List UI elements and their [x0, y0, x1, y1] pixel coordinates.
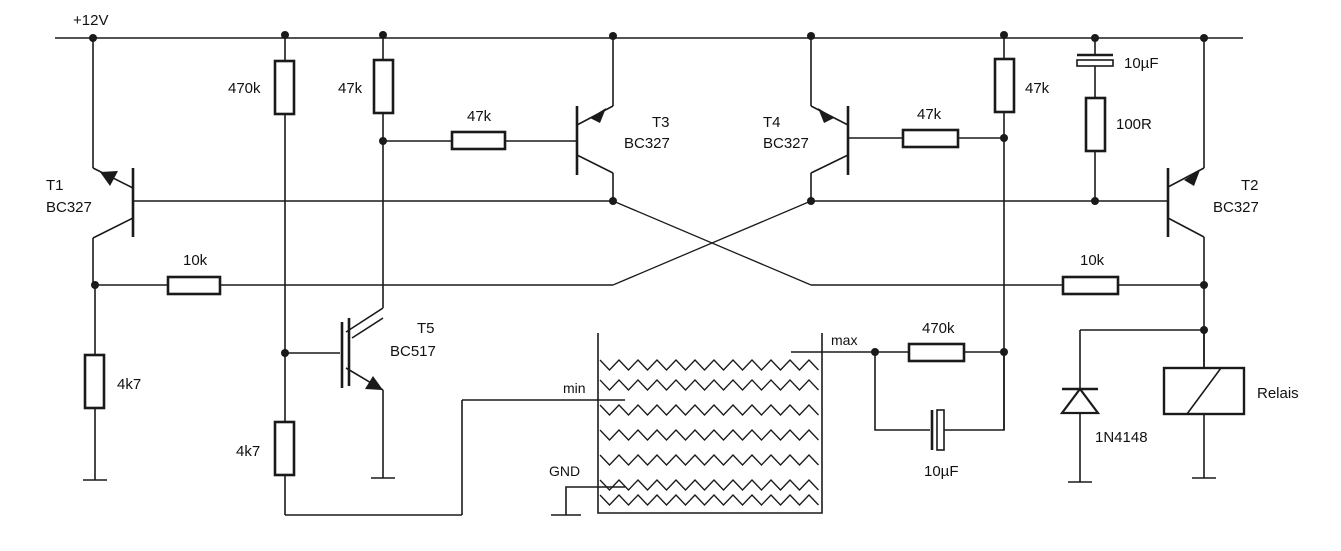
- t1-name: T1: [46, 177, 64, 194]
- water-tank: [597, 333, 823, 514]
- t3-type: BC327: [624, 135, 670, 152]
- c-10uf-bottom-label: 10µF: [924, 463, 959, 480]
- diode-icon: [1059, 387, 1101, 415]
- resistor-4k7-t5: [273, 420, 296, 477]
- r-4k7-t5-label: 4k7: [236, 443, 260, 460]
- t2-name: T2: [1241, 177, 1259, 194]
- t2-type: BC327: [1213, 199, 1259, 216]
- resistor-47k-t4-base: [901, 128, 960, 149]
- supply-label: +12V: [73, 12, 108, 29]
- r-10k-left-label: 10k: [183, 252, 208, 269]
- t3-name: T3: [652, 114, 670, 131]
- resistor-10k-left: [166, 275, 222, 296]
- r-47k-left-label: 47k: [338, 80, 363, 97]
- resistor-470k-left: [273, 59, 296, 116]
- t4-type: BC327: [763, 135, 809, 152]
- r-10k-right-label: 10k: [1080, 252, 1105, 269]
- tank-max-label: max: [831, 332, 857, 348]
- resistor-47k-right: [993, 57, 1016, 114]
- resistor-47k-left: [372, 58, 395, 115]
- supply-rail: [55, 31, 1243, 42]
- resistor-100r: [1084, 96, 1107, 153]
- r-47k-t3-base-label: 47k: [467, 108, 492, 125]
- transistor-t3: [575, 36, 617, 205]
- water-wave-line: [599, 379, 819, 391]
- transistor-t1: [92, 38, 613, 284]
- cross-link-b: [612, 200, 812, 286]
- diode: [1059, 329, 1204, 483]
- emitter-arrow-icon: [100, 171, 118, 186]
- emitter-arrow-icon: [1184, 170, 1200, 186]
- t5-type: BC517: [390, 343, 436, 360]
- t1-type: BC327: [46, 199, 92, 216]
- resistor-10k-right: [1061, 275, 1120, 296]
- tank-gnd-label: GND: [549, 463, 580, 479]
- water-wave-line: [599, 494, 819, 506]
- emitter-arrow-icon: [818, 108, 834, 123]
- c-10uf-top-label: 10µF: [1124, 55, 1159, 72]
- probe-gnd: [565, 486, 625, 515]
- diode-label: 1N4148: [1095, 429, 1148, 446]
- relay: [1162, 330, 1246, 479]
- transistor-t4: [807, 36, 1168, 205]
- emitter-arrow-icon: [590, 108, 606, 123]
- water-wave-line: [599, 454, 819, 466]
- transistor-t5: [285, 307, 395, 479]
- r-47k-t4-base-label: 47k: [917, 106, 942, 123]
- water-wave-line: [599, 404, 819, 416]
- water-wave-line: [599, 479, 819, 491]
- t5-name: T5: [417, 320, 435, 337]
- resistor-47k-t3-base: [450, 130, 507, 151]
- r-470k-max-label: 470k: [922, 320, 955, 337]
- tank-min-label: min: [563, 380, 586, 396]
- r-4k7-t1-label: 4k7: [117, 376, 141, 393]
- r-47k-right-label: 47k: [1025, 80, 1050, 97]
- water-waves: [599, 359, 819, 506]
- r-470k-left-label: 470k: [228, 80, 261, 97]
- resistor-470k-max: [907, 342, 966, 363]
- resistor-4k7-t1: [83, 353, 106, 410]
- water-wave-line: [599, 359, 819, 371]
- r-100r-label: 100R: [1116, 116, 1152, 133]
- relay-label: Relais: [1257, 385, 1299, 402]
- water-wave-line: [599, 429, 819, 441]
- t4-name: T4: [763, 114, 781, 131]
- emitter-arrow-icon: [365, 376, 383, 390]
